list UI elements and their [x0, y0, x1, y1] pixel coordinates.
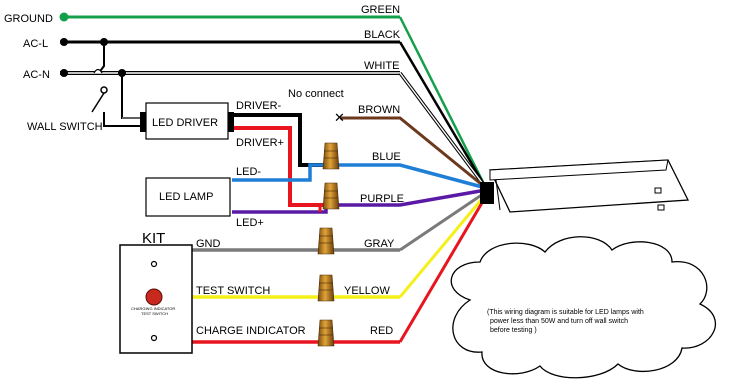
label-test-switch: TEST SWITCH: [196, 285, 270, 297]
kit-panel: [119, 244, 193, 354]
label-led-driver: LED DRIVER: [152, 117, 218, 129]
label-gnd: GND: [196, 238, 221, 250]
wire-nut-gray: [317, 227, 335, 255]
note-line-2: power less than 50W and turn off wall sw…: [490, 318, 628, 325]
yellow-wire: [190, 193, 488, 299]
label-wire-white: WHITE: [364, 60, 399, 72]
black-ac-l-wire: [60, 38, 488, 189]
label-ac-l: AC-L: [23, 38, 48, 50]
label-wire-red: RED: [370, 325, 393, 337]
label-no-connect: No connect: [288, 88, 344, 100]
note-cloud: [450, 236, 716, 379]
label-wire-purple: PURPLE: [360, 193, 404, 205]
wire-nut-yellow: [317, 274, 335, 302]
note-line-1: (This wiring diagram is suitable for LED…: [487, 309, 644, 316]
wire-nut-red: [317, 319, 335, 347]
label-wire-gray: GRAY: [364, 238, 395, 250]
wire-nut-purple: [322, 182, 340, 210]
label-driver-plus: DRIVER+: [236, 137, 284, 149]
label-wall-switch: WALL SWITCH: [27, 121, 103, 133]
wire-nut-blue: [322, 142, 340, 170]
emergency-driver-module: [480, 159, 690, 213]
led-driver-box: [140, 102, 234, 140]
note-line-3: before testing ): [490, 327, 537, 334]
label-charge-indicator: CHARGE INDICATOR: [196, 325, 306, 337]
kit-panel-text-2: TEST SWITCH: [141, 311, 168, 316]
brown-wire: ✕: [334, 110, 487, 190]
kit-panel-text-1: CHARGING INDICATOR: [131, 306, 175, 311]
led-lamp-box: [145, 177, 231, 217]
label-led-plus: LED+: [236, 217, 264, 229]
label-wire-brown: BROWN: [358, 104, 400, 116]
label-led-lamp: LED LAMP: [159, 191, 213, 203]
white-ac-n-wire: [60, 68, 488, 190]
label-wire-green: GREEN: [361, 4, 400, 16]
green-ground-wire: [59, 12, 488, 189]
label-ground: GROUND: [4, 13, 53, 25]
driver-output-wires: [234, 113, 326, 207]
label-ac-n: AC-N: [23, 69, 50, 81]
purple-wire: [232, 188, 487, 214]
label-wire-blue: BLUE: [372, 151, 401, 163]
blue-wire: [232, 163, 487, 190]
label-led-minus: LED-: [236, 166, 261, 178]
red-wire: [190, 195, 488, 344]
label-kit: KIT: [142, 230, 165, 247]
label-wire-yellow: YELLOW: [344, 285, 390, 297]
x-mark-icon: ✕: [334, 110, 345, 125]
label-wire-black: BLACK: [364, 29, 401, 41]
label-driver-minus: DRIVER-: [236, 100, 282, 112]
gray-wire: [190, 190, 487, 252]
